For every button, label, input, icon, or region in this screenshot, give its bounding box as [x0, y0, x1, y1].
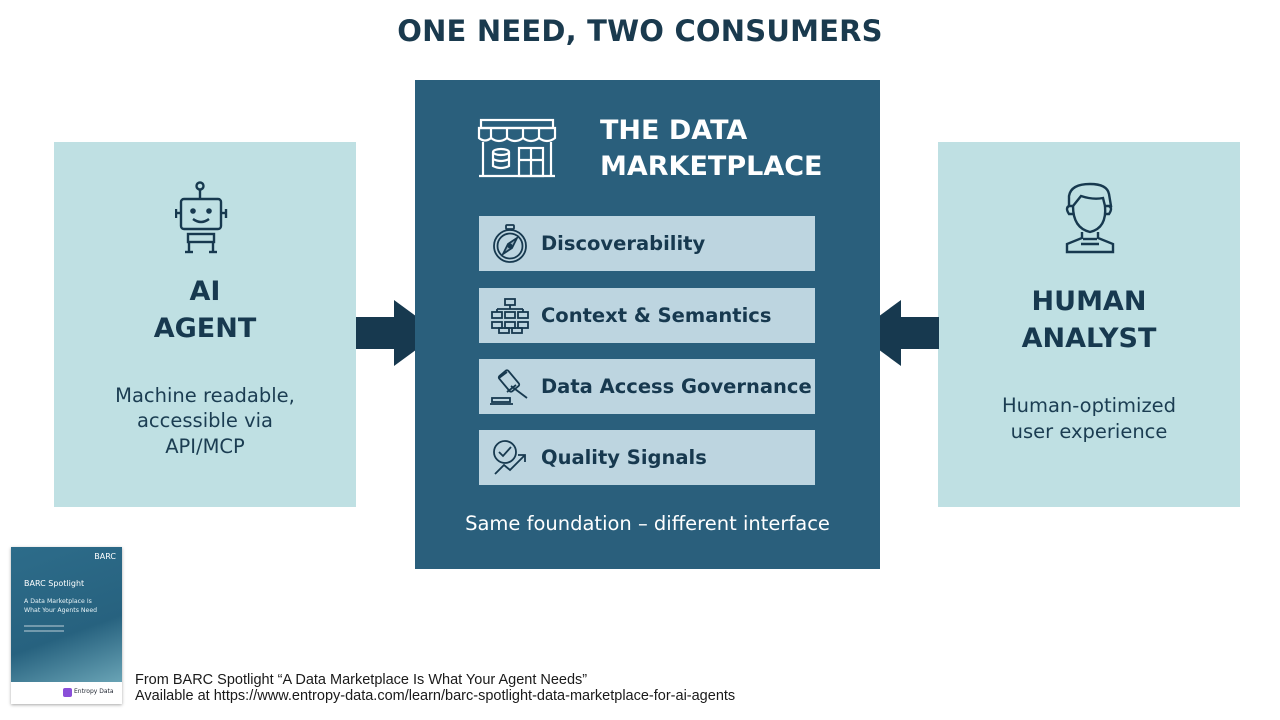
feature-label: Discoverability — [541, 232, 706, 255]
data-marketplace-title: THE DATA MARKETPLACE — [600, 113, 860, 185]
feature-label: Data Access Governance — [541, 375, 812, 398]
ai-agent-heading-line1: AI — [189, 276, 221, 307]
compass-icon — [479, 216, 541, 271]
human-analyst-heading-line2: ANALYST — [1021, 323, 1157, 354]
human-analyst-text-line2: user experience — [1010, 420, 1168, 443]
cover-subtitle-line2: What Your Agents Need — [24, 607, 98, 614]
cover-decorative-lines — [24, 625, 64, 635]
human-analyst-heading-line1: HUMAN — [1031, 286, 1147, 317]
entropy-data-logo-icon — [63, 688, 72, 697]
data-marketplace-title-line1: THE DATA — [600, 115, 748, 146]
feature-label: Context & Semantics — [541, 304, 772, 327]
check-trend-icon — [479, 430, 541, 485]
ai-agent-text-line3: API/MCP — [165, 435, 245, 458]
diagram-title: ONE NEED, TWO CONSUMERS — [397, 14, 883, 48]
ai-agent-panel: AI AGENT Machine readable, accessible vi… — [54, 142, 356, 507]
feature-quality-signals: Quality Signals — [479, 430, 815, 485]
cover-title: BARC Spotlight — [24, 579, 85, 588]
data-marketplace-title-line2: MARKETPLACE — [600, 151, 823, 182]
citation-line2[interactable]: Available at https://www.entropy-data.co… — [135, 688, 736, 704]
arrow-right-icon — [356, 300, 439, 370]
arrow-left-icon — [856, 300, 939, 370]
feature-label: Quality Signals — [541, 446, 707, 469]
person-icon — [1063, 182, 1117, 256]
cover-logo-text: Entropy Data — [74, 688, 114, 695]
gavel-icon — [479, 359, 541, 414]
ai-agent-text-line1: Machine readable, — [115, 384, 295, 407]
cover-brand: BARC — [94, 552, 116, 561]
feature-data-access-governance: Data Access Governance — [479, 359, 815, 414]
report-cover-thumbnail[interactable]: BARC BARC Spotlight A Data Marketplace I… — [11, 547, 122, 704]
ai-agent-text-line2: accessible via — [136, 409, 274, 432]
ai-agent-heading-line2: AGENT — [153, 313, 257, 344]
citation-line1: From BARC Spotlight “A Data Marketplace … — [135, 672, 588, 688]
cover-subtitle: A Data Marketplace Is What Your Agents N… — [24, 597, 114, 615]
data-marketplace-panel: THE DATA MARKETPLACE Discoverability — [415, 80, 880, 569]
human-analyst-panel: HUMAN ANALYST Human-optimized user exper… — [938, 142, 1240, 507]
storefront-database-icon — [477, 118, 557, 184]
robot-icon — [175, 180, 235, 255]
cover-subtitle-line1: A Data Marketplace Is — [24, 598, 92, 605]
center-footer-text: Same foundation – different interface — [465, 512, 830, 535]
citation: From BARC Spotlight “A Data Marketplace … — [135, 672, 735, 704]
feature-discoverability: Discoverability — [479, 216, 815, 271]
cover-footer: Entropy Data — [11, 682, 122, 704]
feature-context-semantics: Context & Semantics — [479, 288, 815, 343]
human-analyst-text-line1: Human-optimized — [1001, 394, 1177, 417]
hierarchy-icon — [479, 288, 541, 343]
